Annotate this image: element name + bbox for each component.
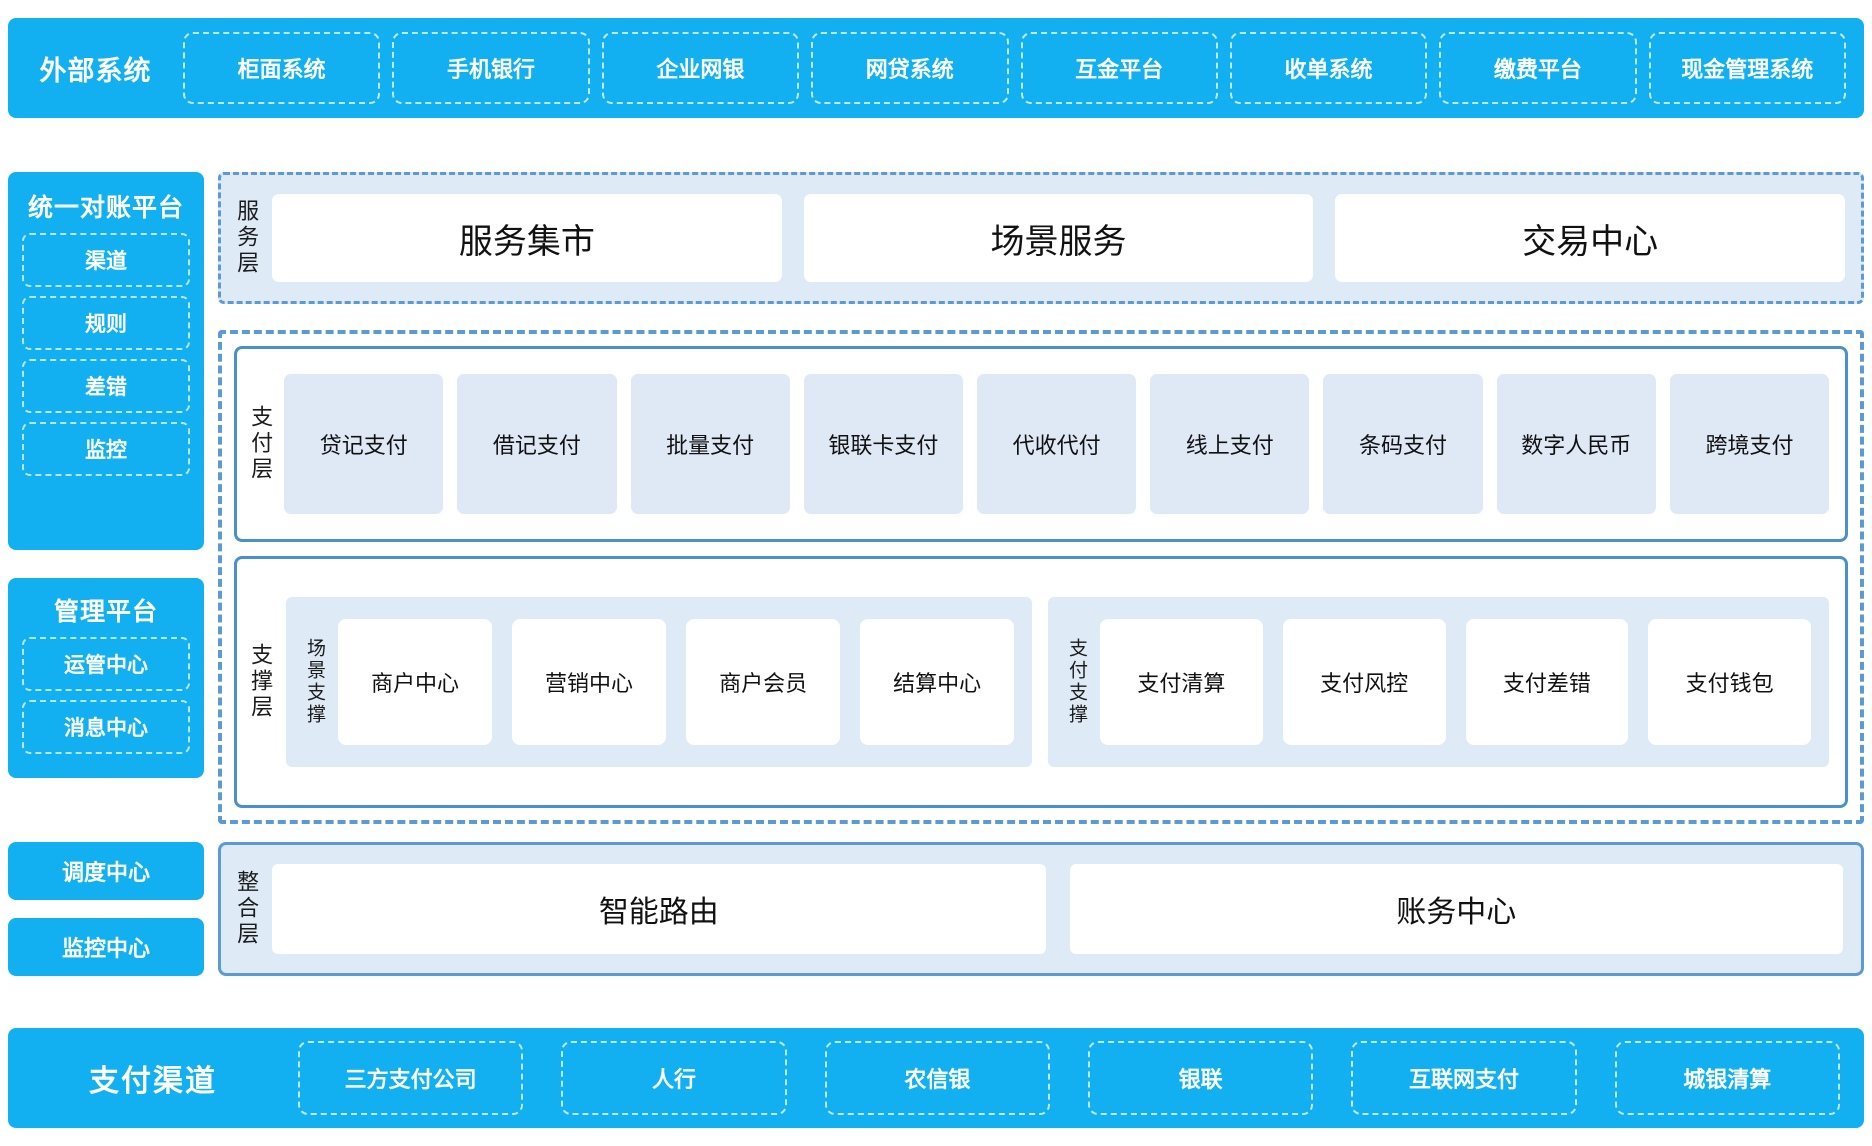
support-layer-label: 支撑层 <box>248 643 274 721</box>
payment-capability[interactable]: 线上支付 <box>1150 374 1310 514</box>
reconciliation-item[interactable]: 监控 <box>22 422 190 476</box>
payment-channel-item[interactable]: 银联 <box>1087 1041 1314 1115</box>
payment-layer-label: 支付层 <box>248 405 274 483</box>
external-systems-bar: 外部系统 柜面系统 手机银行 企业网银 网贷系统 互金平台 收单系统 缴费平台 … <box>8 18 1864 118</box>
management-item[interactable]: 消息中心 <box>22 700 190 754</box>
payment-channel-item[interactable]: 三方支付公司 <box>298 1041 524 1115</box>
core-platform-group: 支付层 贷记支付 借记支付 批量支付 银联卡支付 代收代付 线上支付 条码支付 … <box>218 330 1864 824</box>
external-systems-list: 柜面系统 手机银行 企业网银 网贷系统 互金平台 收单系统 缴费平台 现金管理系… <box>183 32 1850 104</box>
scene-support-label: 场景支撑 <box>304 638 326 726</box>
dispatch-center-card[interactable]: 调度中心 <box>8 842 204 900</box>
reconciliation-item[interactable]: 规则 <box>22 296 190 350</box>
payment-capability[interactable]: 条码支付 <box>1323 374 1483 514</box>
scene-support-tile[interactable]: 营销中心 <box>512 619 667 745</box>
payment-capability[interactable]: 借记支付 <box>457 374 617 514</box>
reconciliation-title: 统一对账平台 <box>27 194 184 222</box>
external-system-item[interactable]: 互金平台 <box>1020 32 1218 104</box>
payment-support-tile[interactable]: 支付差错 <box>1465 619 1629 745</box>
scene-support-tile[interactable]: 结算中心 <box>860 619 1015 745</box>
payment-capability[interactable]: 银联卡支付 <box>803 374 963 514</box>
payment-capability[interactable]: 代收代付 <box>976 374 1137 514</box>
external-system-item[interactable]: 缴费平台 <box>1439 32 1637 104</box>
scene-support-group: 场景支撑 商户中心 营销中心 商户会员 结算中心 <box>286 597 1033 767</box>
payment-channel-item[interactable]: 农信银 <box>824 1041 1050 1115</box>
external-system-item[interactable]: 柜面系统 <box>183 32 381 104</box>
service-layer-cards: 服务集市 场景服务 交易中心 <box>272 194 1846 282</box>
unified-reconciliation-platform-card: 统一对账平台 渠道 规则 差错 监控 <box>8 172 204 550</box>
payment-capability[interactable]: 数字人民币 <box>1496 374 1656 514</box>
scene-support-tiles: 商户中心 营销中心 商户会员 结算中心 <box>338 619 1015 745</box>
payment-channels-list: 三方支付公司 人行 农信银 银联 互联网支付 城银清算 <box>298 1041 1864 1115</box>
payment-capability[interactable]: 贷记支付 <box>284 374 444 514</box>
external-systems-title: 外部系统 <box>39 55 152 86</box>
reconciliation-item[interactable]: 渠道 <box>22 233 190 287</box>
support-layer-panel: 支撑层 场景支撑 商户中心 营销中心 商户会员 结算中心 支付支撑 支付清算 <box>234 556 1848 808</box>
payment-support-tile[interactable]: 支付风控 <box>1282 619 1446 745</box>
payment-channel-item[interactable]: 人行 <box>561 1041 787 1115</box>
management-title: 管理平台 <box>53 598 158 626</box>
external-system-item[interactable]: 现金管理系统 <box>1648 32 1846 104</box>
service-card[interactable]: 场景服务 <box>803 194 1314 282</box>
reconciliation-item[interactable]: 差错 <box>22 359 190 413</box>
payment-capability[interactable]: 批量支付 <box>630 374 790 514</box>
external-system-item[interactable]: 企业网银 <box>601 32 800 104</box>
payment-layer-cells: 贷记支付 借记支付 批量支付 银联卡支付 代收代付 线上支付 条码支付 数字人民… <box>284 374 1830 514</box>
service-card[interactable]: 交易中心 <box>1335 194 1846 282</box>
external-system-item[interactable]: 收单系统 <box>1229 32 1428 104</box>
scene-support-tile[interactable]: 商户中心 <box>338 619 493 745</box>
support-layer-groups: 场景支撑 商户中心 营销中心 商户会员 结算中心 支付支撑 支付清算 支付风控 … <box>286 597 1829 767</box>
external-system-item[interactable]: 网贷系统 <box>811 32 1009 104</box>
payment-channels-bar: 支付渠道 三方支付公司 人行 农信银 银联 互联网支付 城银清算 <box>8 1028 1864 1128</box>
payment-support-tiles: 支付清算 支付风控 支付差错 支付钱包 <box>1100 619 1812 745</box>
payment-channel-item[interactable]: 互联网支付 <box>1351 1041 1577 1115</box>
integration-layer-cards: 智能路由 账务中心 <box>272 864 1843 954</box>
payment-support-tile[interactable]: 支付钱包 <box>1648 619 1812 745</box>
integration-card[interactable]: 账务中心 <box>1069 864 1843 954</box>
integration-layer-label: 整合层 <box>234 870 260 948</box>
management-platform-card: 管理平台 运管中心 消息中心 <box>8 578 204 778</box>
integration-card[interactable]: 智能路由 <box>272 864 1046 954</box>
monitor-center-card[interactable]: 监控中心 <box>8 918 204 976</box>
service-layer-label: 服务层 <box>234 199 260 277</box>
external-system-item[interactable]: 手机银行 <box>392 32 590 104</box>
payment-support-group: 支付支撑 支付清算 支付风控 支付差错 支付钱包 <box>1048 597 1829 767</box>
integration-layer-panel: 整合层 智能路由 账务中心 <box>218 842 1864 976</box>
payment-support-label: 支付支撑 <box>1066 638 1088 726</box>
payment-support-tile[interactable]: 支付清算 <box>1100 619 1263 745</box>
scene-support-tile[interactable]: 商户会员 <box>686 619 841 745</box>
payment-channel-item[interactable]: 城银清算 <box>1614 1041 1840 1115</box>
payment-capability[interactable]: 跨境支付 <box>1669 374 1830 514</box>
service-layer-panel: 服务层 服务集市 场景服务 交易中心 <box>218 172 1864 304</box>
service-card[interactable]: 服务集市 <box>272 194 782 282</box>
payment-layer-panel: 支付层 贷记支付 借记支付 批量支付 银联卡支付 代收代付 线上支付 条码支付 … <box>234 346 1848 542</box>
payment-channels-title: 支付渠道 <box>89 1065 217 1098</box>
management-item[interactable]: 运管中心 <box>22 637 190 691</box>
